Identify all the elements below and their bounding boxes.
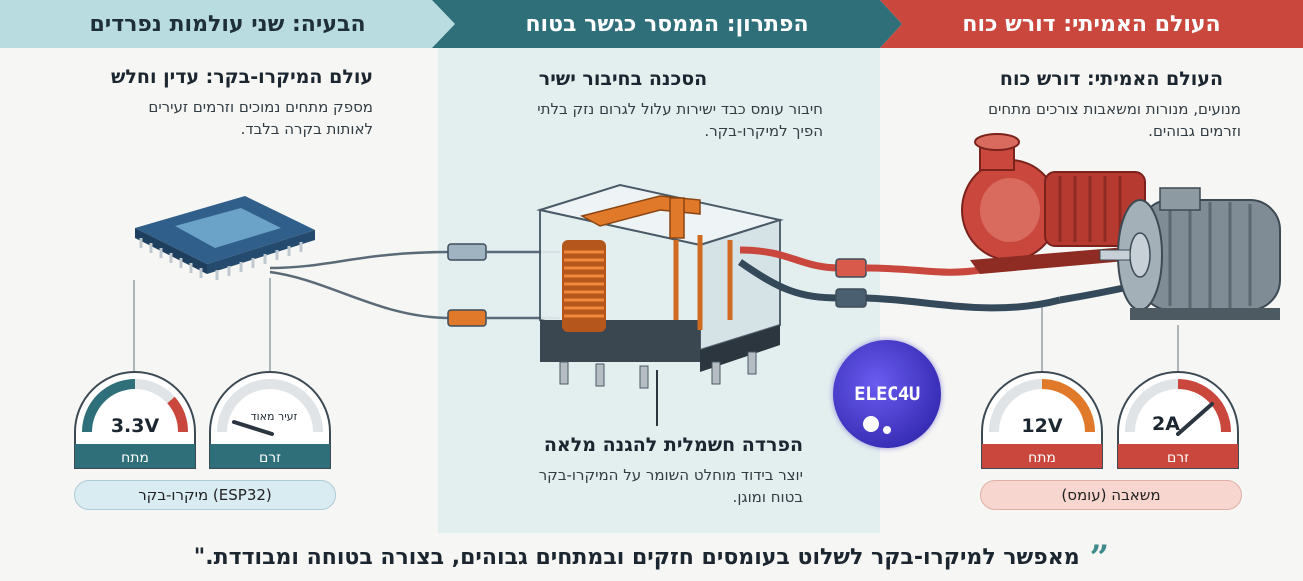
micro-desc-2: לאותות בקרה בלבד. [240, 120, 373, 138]
isolation-desc-2: בטוח ומוגן. [732, 488, 803, 506]
load-voltage-gauge: 12V מתח [981, 371, 1103, 469]
header-middle-label: הפתרון: הממסר כגשר בטוח [525, 11, 809, 37]
load-voltage-value: 12V [1021, 415, 1062, 437]
logo-dot-large [863, 416, 879, 432]
load-desc-1: מנועים, מנורות ומשאבות צורכים מתחים [988, 100, 1241, 118]
load-current-needle [1176, 402, 1214, 436]
microcontroller-chip [135, 196, 315, 280]
micro-current-gauge: זעיר מאוד זרם [209, 371, 331, 469]
load-voltage-label: מתח [1028, 450, 1056, 466]
load-title: העולם האמיתי: דורש כוח [999, 68, 1223, 90]
quote-mark-icon: ” [1089, 537, 1110, 578]
micro-voltage-label: מתח [121, 450, 149, 466]
signal-wire-bottom [269, 270, 451, 320]
micro-voltage-value: 3.3V [111, 415, 160, 437]
wire-connector-top [447, 243, 487, 261]
elec4u-logo-text: ELEC4U [854, 383, 920, 405]
micro-tag: מיקרו-בקר (ESP32) [74, 480, 336, 510]
wire-connector-bottom [447, 309, 487, 327]
danger-desc-2: הפיך למיקרו-בקר. [704, 122, 823, 140]
elec4u-logo: ELEC4U [833, 340, 941, 448]
micro-voltage-gauge: 3.3V מתח [74, 371, 196, 469]
micro-current-label: זרם [259, 450, 281, 466]
quote-text: מאפשר למיקרו-בקר לשלוט בעומסים חזקים ובמ… [193, 545, 1080, 570]
quote: ” מאפשר למיקרו-בקר לשלוט בעומסים חזקים ו… [0, 534, 1303, 581]
header-left-label: הבעיה: שני עולמות נפרדים [89, 11, 366, 37]
danger-desc-1: חיבור עומס כבד ישירות עלול לגרום נזק בלת… [537, 100, 823, 118]
micro-tag-label: מיקרו-בקר (ESP32) [138, 486, 272, 504]
header-right-label: העולם האמיתי: דורש כוח [962, 11, 1221, 37]
power-connector-red [835, 258, 867, 278]
isolation-desc-1: יוצר בידוד מוחלט השומר על המיקרו-בקר [538, 466, 803, 484]
load-desc-2: וזרמים גבוהים. [1148, 122, 1241, 140]
motor [1099, 187, 1281, 320]
header-right-shape [880, 0, 1303, 48]
logo-dot-small [883, 426, 891, 434]
micro-title: עולם המיקרו-בקר: עדין וחלש [110, 66, 373, 88]
danger-title: הסכנה בחיבור ישיר [538, 68, 708, 90]
isolation-title: הפרדה חשמלית להגנה מלאה [543, 434, 803, 456]
load-tag: משאבה (עומס) [980, 480, 1242, 510]
load-current-value: 2A [1152, 413, 1180, 435]
load-tag-label: משאבה (עומס) [1061, 486, 1161, 504]
relay [536, 183, 784, 389]
load-current-gauge: 2A זרם [1117, 371, 1239, 469]
micro-current-value: זעיר מאוד [251, 410, 298, 423]
header-mid-shape [432, 0, 902, 48]
micro-desc-1: מספק מתחים נמוכים וזרמים זעירים [148, 98, 373, 116]
header-ribbon [0, 0, 1303, 48]
power-connector-dark [835, 288, 867, 308]
signal-wire-top [269, 250, 451, 270]
header-labels: הבעיה: שני עולמות נפרדים הפתרון: הממסר כ… [0, 0, 1303, 48]
power-wire-dark [737, 259, 841, 302]
power-wire-red [739, 246, 841, 272]
header-left-shape [0, 0, 455, 48]
micro-current-needle [232, 420, 274, 436]
load-current-label: זרם [1167, 450, 1189, 466]
